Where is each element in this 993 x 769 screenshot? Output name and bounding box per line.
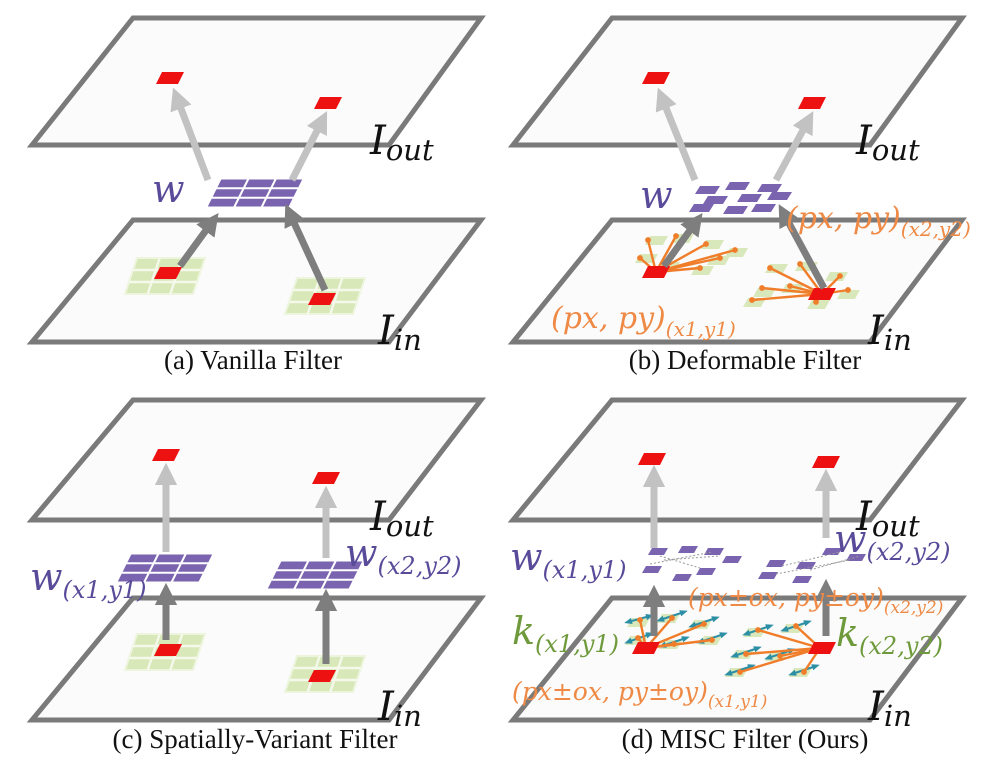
panel-a-caption: (a) Vanilla Filter xyxy=(164,345,342,375)
w-x1y1-label: w(x1,y1) xyxy=(510,535,627,584)
panel-d-caption: (d) MISC Filter (Ours) xyxy=(622,724,869,754)
in-main: I xyxy=(867,308,885,354)
po-main: (px±ox, py±oy) xyxy=(688,583,884,612)
w-label: w xyxy=(640,173,673,217)
w-main: w xyxy=(30,555,63,599)
output-plane xyxy=(507,15,967,148)
po-main: (px±ox, py±oy) xyxy=(512,677,708,706)
w-main: w xyxy=(510,535,543,579)
w-main: w xyxy=(345,531,378,575)
w-x2y2-label: w(x2,y2) xyxy=(834,517,951,566)
in-sub: in xyxy=(884,699,912,733)
out-main: I xyxy=(855,118,873,164)
output-label: Iout xyxy=(855,494,920,543)
output-plane xyxy=(507,397,968,523)
filter-kernel xyxy=(206,178,304,208)
w-sub: (x1,y1) xyxy=(543,556,627,584)
input-plane xyxy=(26,595,487,723)
input-label: Iin xyxy=(377,308,422,357)
output-plane xyxy=(26,397,487,523)
w-sub: (x1,y1) xyxy=(63,576,147,604)
w-label: w xyxy=(152,167,185,211)
k-sub: (x2,y2) xyxy=(859,632,943,660)
k-x2y2-label: k(x2,y2) xyxy=(836,611,943,660)
k-sub: (x1,y1) xyxy=(535,630,619,658)
output-label: Iout xyxy=(369,118,434,167)
k-main: k xyxy=(512,609,535,653)
w-sub: (x2,y2) xyxy=(378,552,462,580)
po-x2y2-label: (px±ox, py±oy)(x2,y2) xyxy=(688,583,943,618)
p-x1y1-label: (px, py)(x1,y1) xyxy=(551,301,736,341)
out-sub: out xyxy=(386,133,434,167)
panel-c-caption: (c) Spatially-Variant Filter xyxy=(113,724,398,754)
deformable-kernel xyxy=(689,182,792,214)
panel-d: w(x1,y1) w(x2,y2) k(x1,y1) k(x2,y2) (px±… xyxy=(507,397,968,754)
in-main: I xyxy=(867,684,885,730)
w-main: w xyxy=(834,517,867,561)
in-sub: in xyxy=(884,323,912,357)
k-x1y1-label: k(x1,y1) xyxy=(512,609,619,658)
k-main: k xyxy=(836,611,859,655)
po-sub: (x2,y2) xyxy=(884,598,944,618)
out-main: I xyxy=(369,118,387,164)
output-label: Iout xyxy=(369,494,434,543)
panel-b-caption: (b) Deformable Filter xyxy=(629,345,861,375)
misc-kernel-x1y1 xyxy=(642,546,742,581)
out-sub: out xyxy=(386,509,434,543)
p-x2y2-label: (px, py)(x2,y2) xyxy=(786,201,971,241)
input-label: Iin xyxy=(867,308,912,357)
input-label: Iin xyxy=(377,684,422,733)
po-x1y1-label: (px±ox, py±oy)(x1,y1) xyxy=(512,677,767,712)
input-label: Iin xyxy=(867,684,912,733)
out-sub: out xyxy=(872,509,920,543)
panel-a: w Iout Iin (a) Vanilla Filter xyxy=(26,15,487,375)
misc-kernel-x2y2 xyxy=(758,548,866,583)
out-main: I xyxy=(855,494,873,540)
panel-c: w(x1,y1) w(x2,y2) Iout Iin (c) Spatially… xyxy=(26,397,487,754)
panel-b: w (px, py)(x2,y2) (px, py)(x1,y1) Iout I… xyxy=(507,15,971,375)
in-sub: in xyxy=(394,699,422,733)
p-main: (px, py) xyxy=(786,201,901,236)
p-main: (px, py) xyxy=(551,301,666,336)
out-sub: out xyxy=(872,133,920,167)
in-main: I xyxy=(377,684,395,730)
p-sub: (x1,y1) xyxy=(666,317,736,341)
w-x2y2-label: w(x2,y2) xyxy=(345,531,462,580)
input-plane xyxy=(507,217,968,345)
input-plane xyxy=(26,217,487,345)
p-sub: (x2,y2) xyxy=(901,217,971,241)
out-main: I xyxy=(369,494,387,540)
w-x1y1-label: w(x1,y1) xyxy=(30,555,147,604)
in-main: I xyxy=(377,308,395,354)
in-sub: in xyxy=(394,323,422,357)
output-plane xyxy=(26,15,486,148)
po-sub: (x1,y1) xyxy=(708,692,768,712)
w-sub: (x2,y2) xyxy=(867,538,951,566)
output-label: Iout xyxy=(855,118,920,167)
